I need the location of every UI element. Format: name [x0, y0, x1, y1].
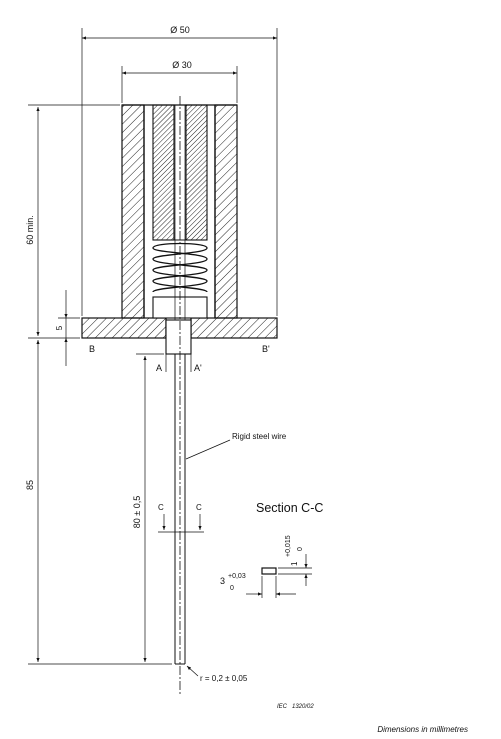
section-height-nominal: 1	[290, 561, 299, 566]
units-note: Dimensions in millimetres	[377, 725, 468, 734]
dim-wire-free-length: 80 ± 0,5	[132, 353, 164, 662]
reference-a: A A'	[156, 354, 202, 373]
dim-inner-diameter: Ø 30	[121, 60, 238, 103]
svg-text:80 ± 0,5: 80 ± 0,5	[132, 496, 142, 528]
section-width-nominal: 3	[220, 576, 225, 586]
section-height-tol-upper: +0,015	[285, 535, 292, 557]
probe-wire	[165, 105, 192, 665]
wire-callout: Rigid steel wire	[185, 432, 287, 460]
label-b-prime: B'	[262, 344, 270, 354]
dim-height-min: 60 min.	[25, 104, 120, 339]
label-c-left: C	[158, 503, 164, 512]
figure-ref: IEC 1320/02	[277, 704, 314, 710]
label-a: A	[156, 363, 162, 373]
svg-text:Ø 50: Ø 50	[170, 25, 190, 35]
dim-base-thickness: 5	[55, 290, 80, 366]
section-cc-detail: Section C-C 3 +0,03 0 1 +0,015 0	[220, 501, 323, 598]
section-width-tol-upper: +0,03	[228, 573, 246, 580]
label-b: B	[89, 344, 95, 354]
dim-outer-diameter: Ø 50	[81, 25, 278, 316]
svg-text:60 min.: 60 min.	[25, 215, 35, 245]
svg-text:85: 85	[25, 480, 35, 490]
dim-wire-length: 85	[25, 340, 172, 665]
svg-text:r = 0,2 ± 0,05: r = 0,2 ± 0,05	[200, 674, 248, 683]
svg-text:5: 5	[55, 325, 64, 330]
section-height-tol-lower: 0	[297, 547, 304, 551]
tip-radius: r = 0,2 ± 0,05	[186, 665, 248, 683]
label-a-prime: A'	[194, 363, 202, 373]
section-width-tol-lower: 0	[230, 585, 234, 592]
svg-text:Ø 30: Ø 30	[172, 60, 192, 70]
section-cut-c: C C	[158, 503, 204, 533]
label-c-right: C	[196, 503, 202, 512]
svg-text:Rigid steel wire: Rigid steel wire	[232, 432, 287, 441]
section-title: Section C-C	[256, 501, 323, 515]
guide-sleeve	[152, 104, 208, 241]
